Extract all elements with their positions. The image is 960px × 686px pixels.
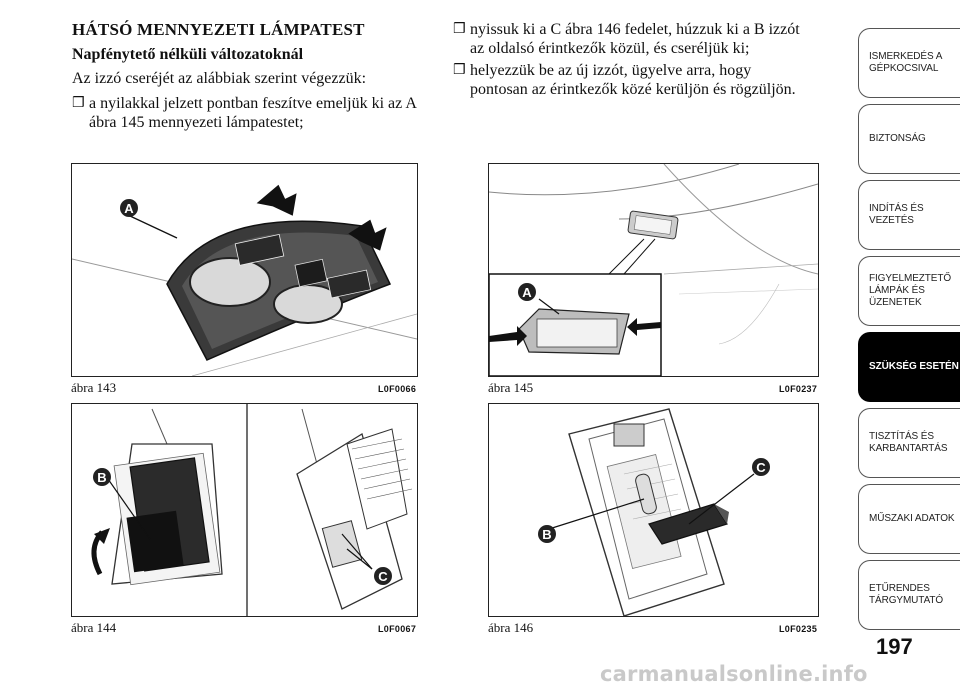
svg-text:B: B [542, 527, 551, 542]
section-subheading: Napfénytető nélküli változatoknál [72, 46, 304, 63]
callout-b-marker [93, 468, 111, 486]
figure-caption: ábra 145 [488, 380, 534, 395]
tab-biztonsag[interactable]: BIZTONSÁG [858, 104, 960, 174]
callout-a-marker [518, 283, 536, 301]
checkbox-bullet-icon: ❒ [72, 95, 85, 111]
figure-145: A [488, 163, 819, 377]
intro-paragraph: Az izzó cseréjét az alábbiak szerint vég… [72, 70, 367, 87]
figure-caption: ábra 144 [71, 620, 117, 635]
watermark: carmanualsonline.info [600, 662, 868, 686]
figure-146: B C [488, 403, 819, 617]
callout-a-marker [120, 199, 138, 217]
figure-caption: ábra 143 [71, 380, 117, 395]
ceiling-lamp-illustration: A [72, 184, 417, 376]
figure-code: L0F0066 [378, 384, 417, 394]
figure-143: A [71, 163, 418, 377]
checkbox-bullet-icon: ❒ [453, 62, 466, 78]
lamp-removal-illustration: B C [91, 404, 413, 616]
callout-c-marker [752, 458, 770, 476]
svg-text:C: C [756, 460, 766, 475]
tab-ismerkedes[interactable]: ISMERKEDÉS A GÉPKOCSIVAL [858, 28, 960, 98]
figure-code: L0F0235 [779, 624, 818, 634]
callout-c-marker [374, 567, 392, 585]
callout-b-marker [538, 525, 556, 543]
figure-code: L0F0237 [779, 384, 818, 394]
figure-144: B C [71, 403, 418, 617]
instruction-step: ❒ helyezzük be az új izzót, ügyelve arra… [453, 62, 796, 98]
svg-text:B: B [97, 470, 106, 485]
checkbox-bullet-icon: ❒ [453, 21, 466, 37]
svg-text:A: A [522, 285, 532, 300]
left-text-column: HÁTSÓ MENNYEZETI LÁMPATEST Napfénytető n… [72, 20, 444, 135]
tab-targymutato[interactable]: ETŰRENDES TÁRGYMUTATÓ [858, 560, 960, 630]
bulb-replacement-illustration: B C [538, 408, 770, 616]
page-number: 197 [876, 634, 913, 659]
figure-code: L0F0067 [378, 624, 417, 634]
instruction-step: ❒ nyissuk ki a C ábra 146 fedelet, húzzu… [453, 21, 800, 57]
tab-figyelmezteto[interactable]: FIGYELMEZTETŐ LÁMPÁK ÉS ÜZENETEK [858, 256, 960, 326]
tab-tisztitas[interactable]: TISZTÍTÁS ÉS KARBANTARTÁS [858, 408, 960, 478]
tab-muszaki-adatok[interactable]: MŰSZAKI ADATOK [858, 484, 960, 554]
instruction-step: ❒ a nyilakkal jelzett pontban feszítve e… [72, 95, 417, 131]
figure-caption: ábra 146 [488, 620, 534, 635]
roof-lamp-illustration: A [489, 164, 818, 376]
right-text-column: ❒ nyissuk ki a C ábra 146 fedelet, húzzu… [453, 20, 853, 102]
svg-text:A: A [124, 201, 134, 216]
section-heading: HÁTSÓ MENNYEZETI LÁMPATEST [72, 20, 365, 39]
svg-text:C: C [378, 569, 388, 584]
tab-szukseg-eseten[interactable]: SZÜKSÉG ESETÉN [858, 332, 960, 402]
tab-inditas[interactable]: INDÍTÁS ÉS VEZETÉS [858, 180, 960, 250]
